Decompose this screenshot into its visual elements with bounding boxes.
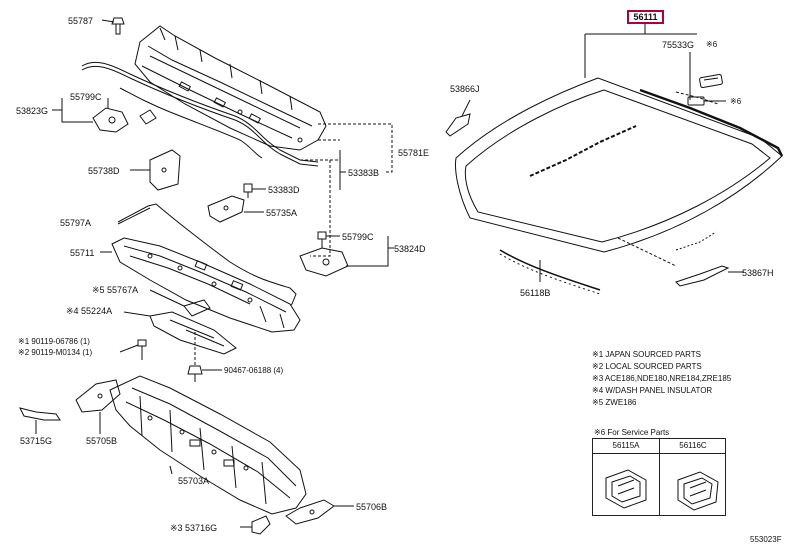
bracket-55735a[interactable] [207,195,245,223]
insulator-55224a[interactable] [149,311,237,355]
label-53715g[interactable]: 53715G [20,436,53,446]
label-90119-m0134[interactable]: ※2 90119-M0134 (1) [18,348,93,357]
seal-56118b[interactable] [499,249,601,295]
trim-53867h[interactable] [675,265,730,287]
note-3: ※3 ACE186,NDE180,NRE184,ZRE185 [592,374,732,383]
note-4: ※4 W/DASH PANEL INSULATOR [592,386,713,395]
label-55797a[interactable]: 55797A [60,218,92,228]
trim-53866j[interactable] [445,113,471,137]
label-55767a[interactable]: ※5 55767A [92,285,139,295]
cable-55797a[interactable] [117,203,297,311]
louver-seal-strip[interactable] [81,61,319,167]
label-53866j[interactable]: 53866J [450,84,480,94]
label-53867h[interactable]: 53867H [742,268,774,278]
label-53383b[interactable]: 53383B [348,168,380,178]
seal-53715g[interactable] [19,407,61,421]
seal-53716g[interactable] [251,515,271,535]
label-55799c-lower[interactable]: 55799C [342,232,374,242]
service-part-56115a[interactable]: 56115A [593,439,659,454]
bolt-90119[interactable] [137,339,147,360]
label-55705b[interactable]: 55705B [86,436,118,446]
note-2: ※2 LOCAL SOURCED PARTS [592,362,702,371]
service-part-56116c-image[interactable] [677,471,719,511]
molding-75533g[interactable] [639,88,784,157]
service-divider [659,439,660,515]
label-90119-06786[interactable]: ※1 90119-06786 (1) [18,337,90,346]
clip-53383d[interactable] [243,183,253,198]
clip-75533g[interactable] [699,73,723,89]
label-55787[interactable]: 55787 [68,16,94,26]
label-55711[interactable]: 55711 [70,248,95,258]
service-part-56115a-image[interactable] [605,469,647,509]
diagram-id: 553023F [750,535,782,544]
label-75533g-mark: ※6 [706,40,718,49]
pad-55738d[interactable] [149,149,181,191]
label-55735a[interactable]: 55735A [266,208,298,218]
highlighted-part-56111[interactable]: 56111 [627,10,664,24]
label-55224a[interactable]: ※4 55224A [66,306,113,316]
bracket-55799c-lower[interactable] [299,231,349,277]
bracket-55799c-upper[interactable] [92,107,157,133]
service-title: ※6 For Service Parts [594,428,670,437]
dash-panel-55711[interactable] [111,237,301,333]
label-55799c-upper[interactable]: 55799C [70,92,102,102]
note-5: ※5 ZWE186 [592,398,637,407]
clip-90467[interactable] [187,365,203,382]
label-53716g[interactable]: ※3 53716G [170,523,218,533]
cowl-panel-55703a[interactable] [109,375,307,515]
label-clip-mark: ※6 [730,97,742,106]
clip-55787[interactable] [111,17,125,35]
service-parts-box: 56115A 56116C [592,438,726,516]
label-53823g[interactable]: 53823G [16,106,49,116]
label-75533g[interactable]: 75533G [662,40,695,50]
insulator-55767a[interactable] [183,299,211,317]
label-55738d[interactable]: 55738D [88,166,120,176]
label-53383d[interactable]: 53383D [268,185,300,195]
label-56118b[interactable]: 56118B [520,288,551,298]
note-1: ※1 JAPAN SOURCED PARTS [592,350,701,359]
label-90467-06188[interactable]: 90467-06188 (4) [224,366,284,375]
label-55781e[interactable]: 55781E [398,148,430,158]
service-part-56116c[interactable]: 56116C [660,439,726,454]
label-55703a[interactable]: 55703A [178,476,210,486]
label-53824d[interactable]: 53824D [394,244,426,254]
bracket-55705b[interactable] [75,379,121,413]
windshield-glass-56111[interactable] [455,77,783,253]
label-55706b[interactable]: 55706B [356,502,388,512]
cowl-louver-assembly[interactable] [134,25,327,151]
washer-hose[interactable] [119,87,263,159]
